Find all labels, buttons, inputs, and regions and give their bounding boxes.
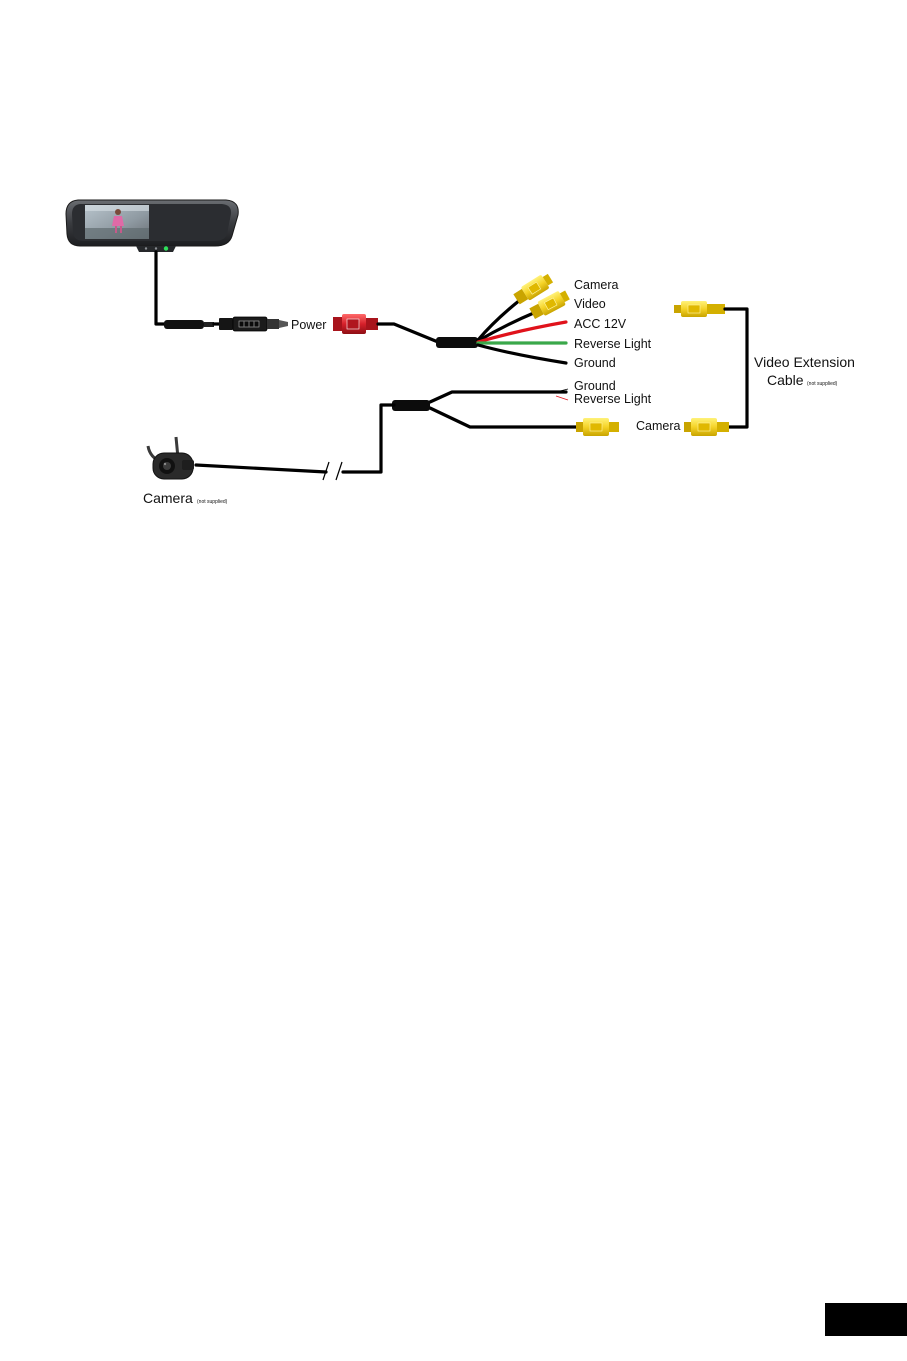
reverse-light-label: Reverse Light bbox=[574, 337, 652, 351]
video-label: Video bbox=[574, 297, 606, 311]
ground-label: Ground bbox=[574, 356, 616, 370]
not-supplied-note: (not supplied) bbox=[807, 381, 838, 387]
camera-label: Camera bbox=[574, 278, 619, 292]
ground-label-2: Ground bbox=[574, 379, 616, 393]
power-label: Power bbox=[291, 318, 326, 332]
inline-connector-mirror bbox=[164, 320, 214, 329]
camera-not-supplied-note: (not supplied) bbox=[197, 499, 228, 505]
power-plug bbox=[219, 317, 288, 331]
harness-splitter bbox=[436, 337, 478, 348]
extension-rca-top bbox=[674, 301, 725, 317]
extension-rca-bottom bbox=[684, 418, 729, 436]
led-indicator-icon bbox=[164, 246, 168, 250]
rearview-mirror bbox=[66, 200, 238, 252]
acc-12v-label: ACC 12V bbox=[574, 317, 627, 331]
camera-label-2: Camera bbox=[636, 419, 681, 433]
page-tab bbox=[825, 1303, 907, 1336]
video-extension-label: Video Extension bbox=[754, 354, 855, 370]
reverse-light-label-2: Reverse Light bbox=[574, 392, 652, 406]
backup-camera-icon bbox=[148, 437, 194, 479]
camera-bottom-label: Camera bbox=[143, 490, 193, 506]
camera-harness-splitter bbox=[392, 400, 430, 411]
power-connector-red bbox=[333, 314, 378, 334]
cable-break-icon bbox=[323, 462, 342, 480]
cable-label: Cable bbox=[767, 372, 804, 388]
rca-camera-connector-bottom bbox=[576, 418, 619, 436]
